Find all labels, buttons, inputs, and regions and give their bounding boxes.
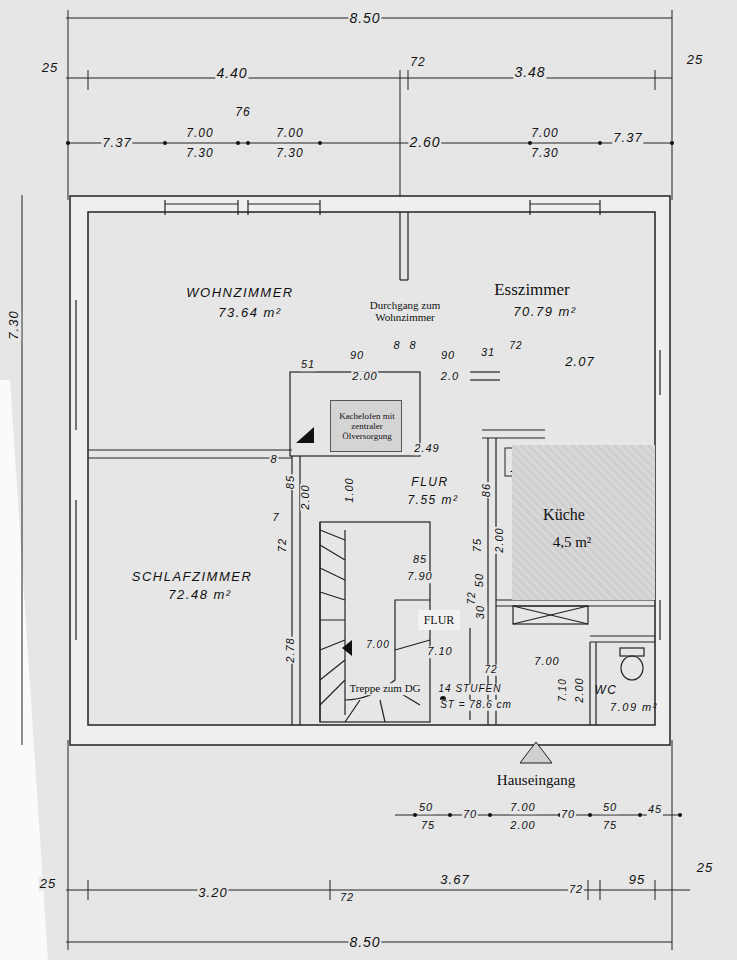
dimension-label: 72: [277, 537, 289, 553]
dimension-label: 7.37: [612, 131, 643, 145]
room-label: WC 7.09 m²: [596, 680, 656, 716]
dimension-label: 7.00: [533, 656, 560, 668]
dimension-label: 25: [696, 861, 714, 875]
dimension-label: 8: [408, 340, 417, 352]
room-text: 7.55 m²: [407, 493, 458, 507]
room-text: WC: [595, 683, 618, 697]
dimension-label: 72: [409, 56, 426, 69]
dimension-label: 7.10: [558, 677, 569, 702]
dimension-label: 14 STUFEN: [438, 684, 503, 695]
room-text: SCHLAFZIMMER: [132, 569, 253, 584]
dimension-label: 85: [285, 474, 297, 490]
room-text: FLUR: [411, 475, 448, 489]
note-label: Durchgang zum Wohnzimmer: [358, 300, 452, 323]
dimension-label: 7.00: [365, 640, 390, 651]
dimension-label: 8: [392, 340, 401, 352]
dimension-label: 7.90: [406, 571, 433, 583]
dimension-label: 2.49: [413, 443, 440, 455]
dimension-label: 4.40: [215, 66, 248, 81]
dimension-label: 1.00: [344, 476, 356, 503]
dimension-label: 85: [412, 554, 428, 566]
dimension-label: 75: [420, 820, 436, 832]
dimension-label: 2.0: [440, 371, 460, 383]
dimension-label: 7: [271, 512, 280, 524]
dimension-label: 2.07: [564, 355, 595, 369]
dimension-label: 95: [628, 873, 646, 887]
room-text: 7.09 m²: [610, 701, 658, 713]
dimension-label: 8: [269, 454, 278, 466]
dimension-label: 31: [480, 347, 496, 359]
dimension-label: 76: [234, 106, 251, 119]
room-label: WOHNZIMMER 73.64 m²: [150, 280, 330, 324]
room-text: 70.79 m²: [513, 304, 576, 319]
dimension-label: 7.37: [101, 136, 132, 150]
stove-box: Kachelofen mit zentraler Ölversorgung: [330, 400, 402, 452]
room-text: Kachelofen mit zentraler Ölversorgung: [334, 412, 400, 442]
dimension-label: 72: [483, 665, 498, 676]
dimension-label: 30: [475, 604, 487, 620]
dimension-label: 7.10: [426, 646, 453, 658]
dimension-label: 45: [647, 804, 663, 816]
room-text: Küche: [543, 506, 585, 524]
dimension-label: 2.00: [300, 483, 312, 510]
dimension-label: 7.00: [509, 802, 536, 814]
dimension-label: 3.48: [513, 65, 546, 80]
dimension-label: 25: [41, 61, 59, 75]
dimension-label: 72: [568, 884, 584, 896]
dimension-label: 75: [472, 537, 484, 553]
room-label: Esszimmer 70.79 m²: [470, 276, 620, 322]
dimension-label: 7.30: [185, 147, 214, 160]
room-text: Esszimmer: [494, 280, 570, 300]
dimension-label: 8.50: [348, 11, 381, 26]
dimension-label: 72: [508, 341, 523, 352]
dimension-label: 7.30: [275, 147, 304, 160]
dimension-label: 8.50: [348, 935, 381, 950]
note-label: Treppe zum DG: [348, 683, 421, 695]
dimension-label: 86: [481, 482, 493, 498]
dimension-label: 7.00: [530, 127, 559, 140]
dimension-label: 25: [686, 53, 704, 67]
dimension-label: 7.30: [7, 309, 21, 340]
dimension-label: 2.00: [509, 820, 536, 832]
dimension-label: 2.00: [494, 526, 506, 553]
room-label: FLUR 7.55 m²: [390, 470, 480, 510]
room-label: FLUR: [418, 610, 460, 630]
dimension-label: 50: [474, 572, 486, 588]
dimension-label: 90: [440, 350, 456, 362]
dimension-label: 72: [467, 590, 478, 605]
dimension-label: 25: [39, 877, 57, 891]
dimension-label: 2.60: [408, 135, 441, 150]
dimension-label: 3.20: [197, 886, 228, 900]
room-text: WOHNZIMMER: [186, 285, 293, 300]
dimension-label: 7.00: [185, 127, 214, 140]
dimension-label: 50: [418, 802, 434, 814]
dimension-label: 70: [462, 809, 478, 821]
kitchen-room: Küche 4,5 m²: [512, 445, 655, 600]
dimension-label: 2.00: [574, 676, 586, 703]
note-label: Hauseingang: [496, 773, 576, 789]
dimension-label: 2.00: [351, 371, 378, 383]
room-label: SCHLAFZIMMER 72.48 m²: [100, 564, 280, 606]
dimension-label: 50: [602, 802, 618, 814]
room-text: 4,5 m²: [553, 534, 592, 551]
dimension-label: 70: [560, 809, 576, 821]
dimension-label: 90: [349, 350, 365, 362]
dimension-label: 75: [602, 820, 618, 832]
dimension-label: 51: [300, 359, 316, 371]
room-text: FLUR: [424, 613, 455, 628]
dimension-label: 3.67: [439, 873, 470, 887]
room-text: 73.64 m²: [218, 305, 281, 320]
dimension-label: 7.30: [530, 147, 559, 160]
dimension-label: ST = 78.6 cm: [439, 700, 513, 711]
room-text: 72.48 m²: [168, 587, 231, 602]
dimension-label: 2.78: [285, 636, 297, 663]
dimension-label: 7.00: [275, 127, 304, 140]
dimension-label: 72: [339, 892, 355, 904]
